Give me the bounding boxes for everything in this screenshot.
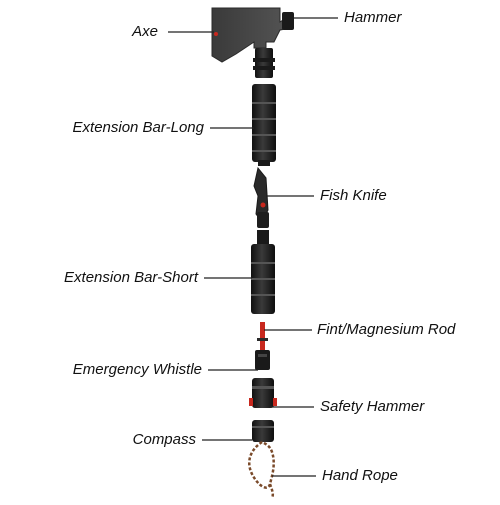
- extension-bar-long: [252, 84, 276, 166]
- label-hand-rope: Hand Rope: [322, 467, 398, 484]
- safety-hammer-piece: [249, 378, 277, 408]
- label-axe: Axe: [132, 23, 158, 40]
- label-emergency-whistle: Emergency Whistle: [72, 361, 202, 378]
- label-compass: Compass: [132, 431, 196, 448]
- axe-shaft: [255, 48, 273, 78]
- label-safety-hammer: Safety Hammer: [320, 398, 425, 415]
- label-fish-knife: Fish Knife: [320, 187, 387, 204]
- fish-knife: [253, 166, 269, 228]
- extension-bar-short: [251, 230, 275, 314]
- label-hammer: Hammer: [344, 9, 402, 26]
- magnesium-rod: [257, 322, 268, 352]
- label-fint-magnesium-rod: Fint/Magnesium Rod: [317, 321, 456, 338]
- leader-lines: [168, 17, 338, 477]
- axe-accent-dot: [214, 32, 218, 36]
- emergency-whistle: [255, 350, 270, 370]
- compass-piece: [252, 420, 274, 442]
- axe-head: [211, 7, 294, 78]
- hammer-head: [282, 12, 294, 30]
- label-extension-bar-long: Extension Bar-Long: [72, 119, 204, 136]
- hand-rope: [248, 440, 275, 499]
- label-extension-bar-short: Extension Bar-Short: [64, 269, 198, 286]
